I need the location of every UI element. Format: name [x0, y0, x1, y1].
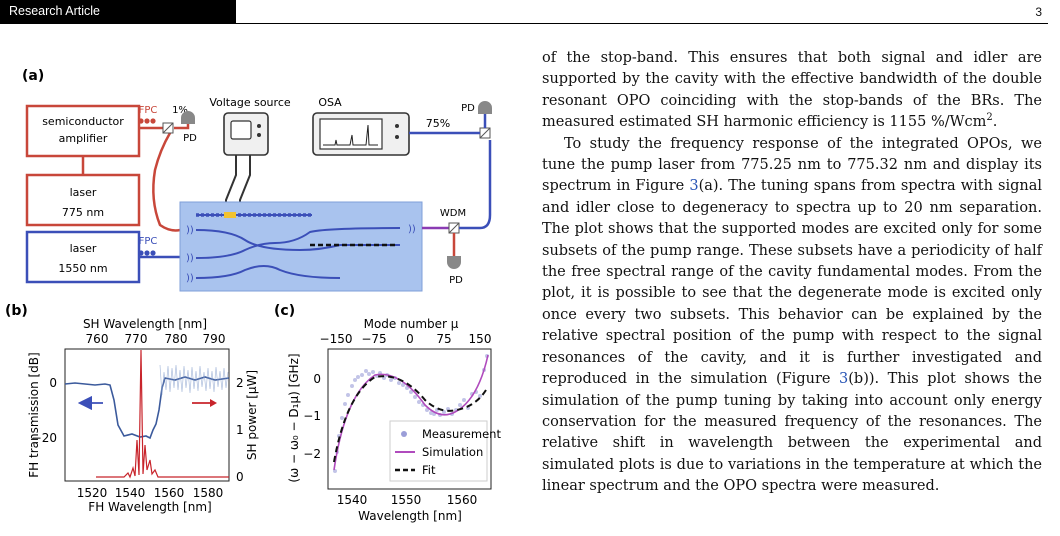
- panel-c-top-tick-m150: −150: [320, 332, 353, 346]
- figure-reference-link-1[interactable]: 3: [689, 178, 699, 195]
- panel-c-bottom-tick-1540: 1540: [337, 493, 368, 507]
- fpc-bottom-paddle-1: [138, 250, 144, 256]
- paragraph-2-part-a: To study the frequency response of the i…: [542, 135, 1042, 195]
- fpc-bottom-label: FPC: [139, 236, 158, 247]
- percent-75-label: 75%: [426, 117, 450, 130]
- figure-3: (a) semiconductor amplifier laser 775 nm…: [5, 68, 501, 523]
- panel-b-top-tick-760: 760: [86, 332, 109, 346]
- panel-b-right-tick-0: 0: [236, 470, 244, 484]
- panel-b-left-tick-20: −20: [32, 431, 57, 445]
- panel-c-left-tick-m1: −1: [303, 409, 321, 423]
- panel-c-top-axis-label: Mode number μ: [364, 317, 459, 331]
- svg-text:)): )): [186, 273, 194, 284]
- panel-c-top-tick-150: 150: [469, 332, 492, 346]
- svg-text:)): )): [408, 224, 416, 235]
- fiber-wdm-to-splitter: [459, 140, 492, 230]
- panel-b-bottom-tick-1520: 1520: [77, 486, 108, 500]
- panel-c-legend: Measurement Simulation Fit: [389, 420, 501, 482]
- panel-c-label: (c): [274, 303, 295, 319]
- semiconductor-amplifier-label-2: amplifier: [59, 132, 108, 145]
- panel-b-fh-trace: [64, 364, 230, 440]
- running-header: Research Article 3: [0, 0, 1060, 24]
- paragraph-2: To study the frequency response of the i…: [542, 134, 1042, 498]
- panel-b-right-axis-label: SH power [μW]: [245, 370, 259, 460]
- article-type-tag: Research Article: [0, 0, 236, 24]
- article-type-label: Research Article: [9, 4, 101, 18]
- svg-text:)): )): [186, 253, 194, 264]
- panel-b-bottom-axis-label: FH Wavelength [nm]: [88, 500, 211, 514]
- pd-top-right-label: PD: [461, 103, 475, 114]
- laser-1550-wavelength: 1550 nm: [58, 262, 107, 275]
- body-text: of the stop-band. This ensures that both…: [542, 48, 1042, 498]
- pd-bottom-icon: [447, 256, 461, 269]
- panel-c-frame: [327, 348, 492, 490]
- panel-b-left-axis-label: FH transmission [dB]: [27, 352, 41, 477]
- panel-b-bottom-tick-1560: 1560: [154, 486, 185, 500]
- pd-top-left-icon: [181, 111, 195, 124]
- legend-fit: Fit: [422, 463, 436, 477]
- panel-b-top-tick-780: 780: [165, 332, 188, 346]
- figure-reference-link-2[interactable]: 3: [839, 371, 849, 388]
- waveguide-output: [299, 244, 400, 251]
- panel-c-bottom-tick-1560: 1560: [447, 493, 478, 507]
- panel-b-left-tick-0: 0: [49, 376, 57, 390]
- osa-label: OSA: [318, 96, 342, 109]
- panel-b-top-tick-790: 790: [203, 332, 226, 346]
- heater: [224, 212, 236, 218]
- legend-simulation: Simulation: [422, 445, 483, 459]
- panel-c-top-tick-m75: −75: [361, 332, 386, 346]
- fpc-bottom-paddle-2: [144, 250, 150, 256]
- waveguide-coupler-1: [195, 229, 301, 251]
- panel-b-top-axis-label: SH Wavelength [nm]: [83, 317, 207, 331]
- laser-775-name: laser: [70, 186, 97, 199]
- panel-c-top-tick-75: 75: [436, 332, 451, 346]
- paragraph-2-part-c: (b)). This plot shows the simulation of …: [542, 371, 1042, 495]
- fpc-top-paddle-1: [138, 118, 144, 124]
- panel-b-bottom-tick-1580: 1580: [193, 486, 224, 500]
- panel-c-left-axis-label: (ω − ω₀ − D₁μ) [GHz]: [287, 353, 301, 482]
- panel-b-label: (b): [5, 303, 28, 319]
- fiber-splitter-to-chip: [152, 132, 181, 232]
- fpc-bottom-paddle-3: [150, 250, 156, 256]
- panel-b-right-tick-1: 1: [236, 423, 244, 437]
- semiconductor-amplifier-label-1: semiconductor: [42, 115, 124, 128]
- panel-c-left-tick-0: 0: [313, 372, 321, 386]
- panel-c-bottom-tick-1550: 1550: [391, 493, 422, 507]
- pd-top-right-icon: [478, 101, 492, 114]
- pd-top-left-label: PD: [183, 133, 197, 144]
- panel-b-top-tick-770: 770: [125, 332, 148, 346]
- panel-b-bottom-tick-1540: 1540: [115, 486, 146, 500]
- fpc-top-paddle-3: [150, 118, 156, 124]
- panel-c-left-tick-m2: −2: [303, 447, 321, 461]
- fpc-top-label: FPC: [139, 105, 158, 116]
- paragraph-1-superscript: 2: [986, 112, 993, 124]
- paragraph-1-end: .: [992, 114, 998, 131]
- panel-c-top-tick-0: 0: [406, 332, 414, 346]
- laser-1550-name: laser: [70, 242, 97, 255]
- wdm-label: WDM: [440, 208, 466, 219]
- tap-percent-label: 1%: [172, 105, 188, 116]
- waveguide-coupler-2: [195, 227, 401, 259]
- legend-measurement: Measurement: [422, 427, 501, 441]
- semiconductor-amplifier-box: [25, 104, 141, 158]
- panel-b-frame: [64, 348, 230, 482]
- waveguide-lower: [195, 265, 341, 279]
- fpc-top-paddle-2: [144, 118, 150, 124]
- paragraph-1: of the stop-band. This ensures that both…: [542, 48, 1042, 134]
- paragraph-1-text: of the stop-band. This ensures that both…: [542, 50, 1042, 131]
- panel-b-sh-trace: [96, 349, 229, 479]
- panel-c-bottom-axis-label: Wavelength [nm]: [358, 509, 462, 523]
- panel-b-right-tick-2: 2: [236, 376, 244, 390]
- fiber-splitter-to-pd: [174, 124, 190, 130]
- pd-bottom-label: PD: [449, 275, 463, 286]
- laser-775-wavelength: 775 nm: [62, 206, 104, 219]
- panel-c-fit-line: [333, 375, 487, 463]
- voltage-source-label: Voltage source: [209, 96, 291, 109]
- panel-a-label: (a): [22, 68, 44, 84]
- page-number: 3: [1035, 5, 1042, 19]
- svg-text:)): )): [186, 225, 194, 236]
- paragraph-2-part-b: (a). The tuning spans from spectra with …: [542, 178, 1042, 388]
- header-rule: [0, 23, 1048, 24]
